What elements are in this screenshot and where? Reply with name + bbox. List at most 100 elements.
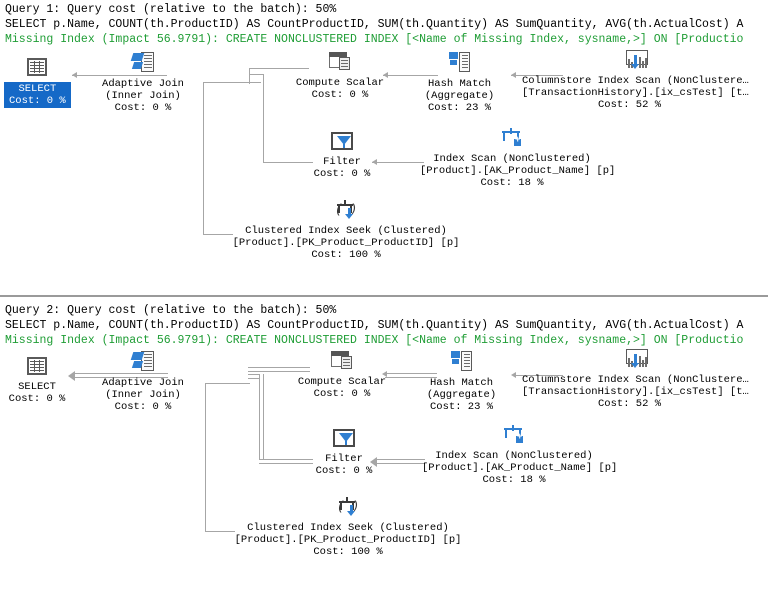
connector-aj-branch-seek-top-2 [205,383,250,384]
connector-filter-in-2 [259,459,313,464]
connector-adaptivejoin-to-select [72,75,167,76]
connector-arrow-hash-match [511,72,516,78]
plan-node-columnstore-index-scan-2[interactable]: Columnstore Index Scan (NonClustere… [Tr… [522,349,768,410]
compute-scalar-icon [287,351,397,374]
adaptive-join-cost-2: Cost: 0 % [114,401,172,413]
plan-pane-divider [0,295,768,297]
plan-node-hash-match-2[interactable]: Hash Match (Aggregate) Cost: 23 % [414,351,509,413]
adaptive-join-title-2: Adaptive Join [102,377,184,389]
plan-node-filter[interactable]: Filter Cost: 0 % [312,132,372,180]
clustered-index-seek-title-2: Clustered Index Seek (Clustered) [247,522,449,534]
filter-title: Filter [323,156,361,168]
connector-arrow-filter-2 [370,457,377,467]
plan-node-clustered-index-seek-2[interactable]: () Clustered Index Seek (Clustered) [Pro… [234,497,462,558]
hash-match-cost-2: Cost: 23 % [429,401,493,413]
index-scan-cost-2: Cost: 18 % [482,474,546,486]
hash-match-subtitle-2: (Aggregate) [426,389,497,401]
connector-aj-branch-seek-vert-2 [205,383,206,531]
connector-indexscan-to-filter-2 [375,459,425,464]
select-grid-icon [4,357,70,379]
select-node-title-2: SELECT [18,381,56,393]
filter-icon [314,429,374,451]
plan-node-hash-match[interactable]: Hash Match (Aggregate) Cost: 23 % [412,52,507,114]
plan-node-compute-scalar-2[interactable]: Compute Scalar Cost: 0 % [287,351,397,400]
index-scan-object-2: [Product].[AK_Product_Name] [p] [422,462,618,474]
index-scan-title: Index Scan (NonClustered) [433,153,591,165]
connector-columnstore-to-hashmatch-2 [513,375,563,376]
plan-node-columnstore-index-scan[interactable]: Columnstore Index Scan (NonClustere… [Tr… [522,50,768,111]
index-scan-title-2: Index Scan (NonClustered) [435,450,593,462]
columnstore-index-scan-icon [626,349,768,372]
select-node-title: SELECT [18,83,57,95]
adaptive-join-icon [88,351,198,375]
connector-arrow-hash-match-2 [511,372,516,378]
plan-node-filter-2[interactable]: Filter Cost: 0 % [314,429,374,477]
plan-node-compute-scalar[interactable]: Compute Scalar Cost: 0 % [285,52,395,101]
plan-node-clustered-index-seek[interactable]: () Clustered Index Seek (Clustered) [Pro… [232,200,460,261]
clustered-index-seek-object-2: [Product].[PK_Product_ProductID] [p] [234,534,462,546]
columnstore-scan-title: Columnstore Index Scan (NonClustere… [522,75,749,87]
connector-seek-in-2 [205,531,235,532]
plan-node-select-2[interactable]: SELECT Cost: 0 % [4,357,70,405]
connector-hashmatch-to-computescalar-2 [385,373,437,378]
connector-seek-in [203,234,233,235]
filter-cost: Cost: 0 % [313,168,371,180]
filter-icon [312,132,372,154]
index-scan-icon [422,425,606,448]
query-2-sql-text: SELECT p.Name, COUNT(th.ProductID) AS Co… [5,319,744,332]
connector-aj-branch-filter-2 [248,374,262,379]
connector-indexscan-to-filter [372,162,424,163]
compute-scalar-cost-2: Cost: 0 % [313,388,371,400]
query-1-missing-index-hint[interactable]: Missing Index (Impact 56.9791): CREATE N… [5,33,744,46]
connector-adaptivejoin-to-select-2 [72,373,168,378]
columnstore-scan-object: [TransactionHistory].[ix_csTest] [t… [522,87,749,99]
connector-aj-bus [249,68,250,84]
plan-node-index-scan[interactable]: Index Scan (NonClustered) [Product].[AK_… [420,128,615,189]
connector-arrow-filter [372,159,377,165]
connector-filter-in [263,162,313,163]
clustered-index-seek-icon: () [234,497,462,520]
connector-arrow-select [72,72,77,78]
connector-arrow-compute-scalar [383,72,388,78]
hash-match-cost: Cost: 23 % [427,102,491,114]
query-1-cost-header: Query 1: Query cost (relative to the bat… [5,3,337,16]
hash-match-title-2: Hash Match [429,377,493,389]
compute-scalar-cost: Cost: 0 % [311,89,369,101]
columnstore-scan-object-2: [TransactionHistory].[ix_csTest] [t… [522,386,749,398]
plan-node-adaptive-join[interactable]: Adaptive Join (Inner Join) Cost: 0 % [88,52,198,114]
connector-aj-branch-filter-vert [263,74,264,162]
connector-aj-branch-seek-top [203,82,249,83]
hash-match-icon [412,52,507,76]
connector-arrow-compute-scalar-2 [382,371,387,377]
filter-cost-2: Cost: 0 % [315,465,373,477]
connector-aj-branch-seek [249,82,261,83]
execution-plan-pane-query-2[interactable]: Query 2: Query cost (relative to the bat… [0,297,768,594]
connector-aj-to-compute-scalar [249,68,309,69]
query-2-cost-header: Query 2: Query cost (relative to the bat… [5,304,337,317]
columnstore-scan-title-2: Columnstore Index Scan (NonClustere… [522,374,749,386]
plan-node-select[interactable]: SELECT Cost: 0 % [4,58,71,108]
hash-match-icon [414,351,509,375]
adaptive-join-title: Adaptive Join [102,78,184,90]
index-scan-icon [420,128,604,151]
compute-scalar-title-2: Compute Scalar [297,376,387,388]
select-grid-icon [4,58,70,80]
hash-match-title: Hash Match [427,78,491,90]
clustered-index-seek-title: Clustered Index Seek (Clustered) [245,225,447,237]
connector-columnstore-to-hashmatch [511,75,563,76]
execution-plan-pane-query-1[interactable]: Query 1: Query cost (relative to the bat… [0,0,768,296]
columnstore-index-scan-icon [626,50,768,73]
columnstore-scan-cost: Cost: 52 % [597,99,661,111]
clustered-index-seek-icon: () [232,200,460,223]
plan-node-index-scan-2[interactable]: Index Scan (NonClustered) [Product].[AK_… [422,425,618,486]
clustered-index-seek-object: [Product].[PK_Product_ProductID] [p] [232,237,460,249]
connector-aj-branch-seek-vert [203,82,204,234]
select-node-cost-2: Cost: 0 % [8,393,66,405]
plan-node-adaptive-join-2[interactable]: Adaptive Join (Inner Join) Cost: 0 % [88,351,198,413]
query-2-missing-index-hint[interactable]: Missing Index (Impact 56.9791): CREATE N… [5,334,744,347]
connector-aj-to-compute-scalar-2 [248,367,310,372]
connector-hashmatch-to-computescalar [383,75,438,76]
compute-scalar-icon [285,52,395,75]
query-1-sql-text: SELECT p.Name, COUNT(th.ProductID) AS Co… [5,18,744,31]
adaptive-join-subtitle: (Inner Join) [105,90,181,102]
